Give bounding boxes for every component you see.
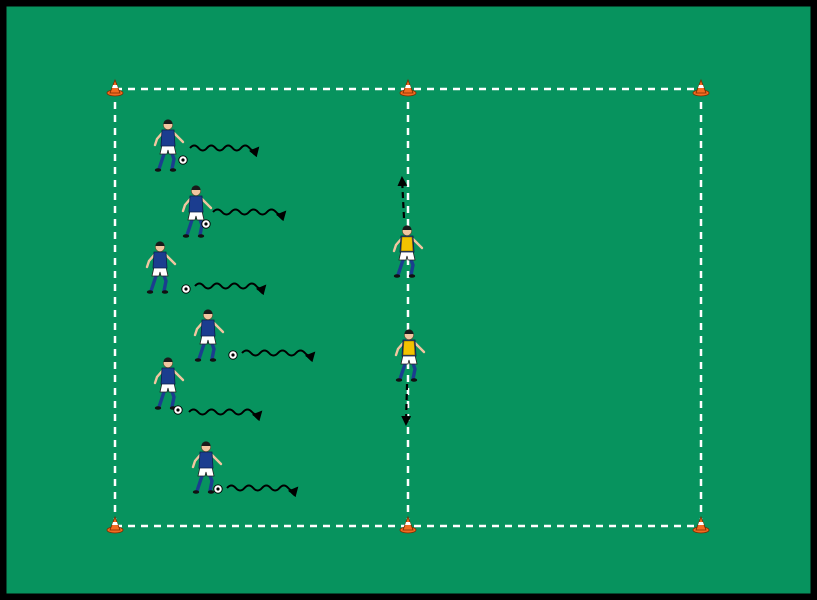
cone-top-right: [692, 78, 710, 97]
drill-area: [113, 87, 703, 528]
attacker-3: [145, 241, 177, 294]
attacker-4-dribble-path: [241, 349, 316, 363]
attacker-3-dribble-path: [194, 282, 267, 296]
defender-1: [392, 225, 424, 278]
attacker-1-dribble-path: [189, 144, 260, 158]
attacker-6-dribble-path: [226, 484, 299, 498]
attacker-2-ball: [201, 219, 211, 229]
run-paths: [188, 144, 412, 498]
attacker-1: [153, 119, 185, 172]
attacker-3-ball: [181, 284, 191, 294]
attacker-5-ball: [173, 405, 183, 415]
attacker-6-ball: [213, 484, 223, 494]
cone-bottom-middle: [399, 515, 417, 534]
defender-2-movement-arrow: [401, 383, 412, 426]
cones: [106, 78, 710, 534]
defender-2: [394, 329, 426, 382]
attacker-4-ball: [228, 350, 238, 360]
cone-bottom-left: [106, 515, 124, 534]
cone-top-left: [106, 78, 124, 97]
cone-bottom-right: [692, 515, 710, 534]
attacker-2-dribble-path: [212, 208, 287, 222]
defender-1-movement-arrow: [397, 176, 408, 219]
attacker-4: [193, 309, 225, 362]
attacker-5: [153, 357, 185, 410]
attacker-5-dribble-path: [188, 408, 263, 422]
attacker-1-ball: [178, 155, 188, 165]
cone-top-middle: [399, 78, 417, 97]
players: [145, 119, 426, 494]
attacker-6: [191, 441, 223, 494]
